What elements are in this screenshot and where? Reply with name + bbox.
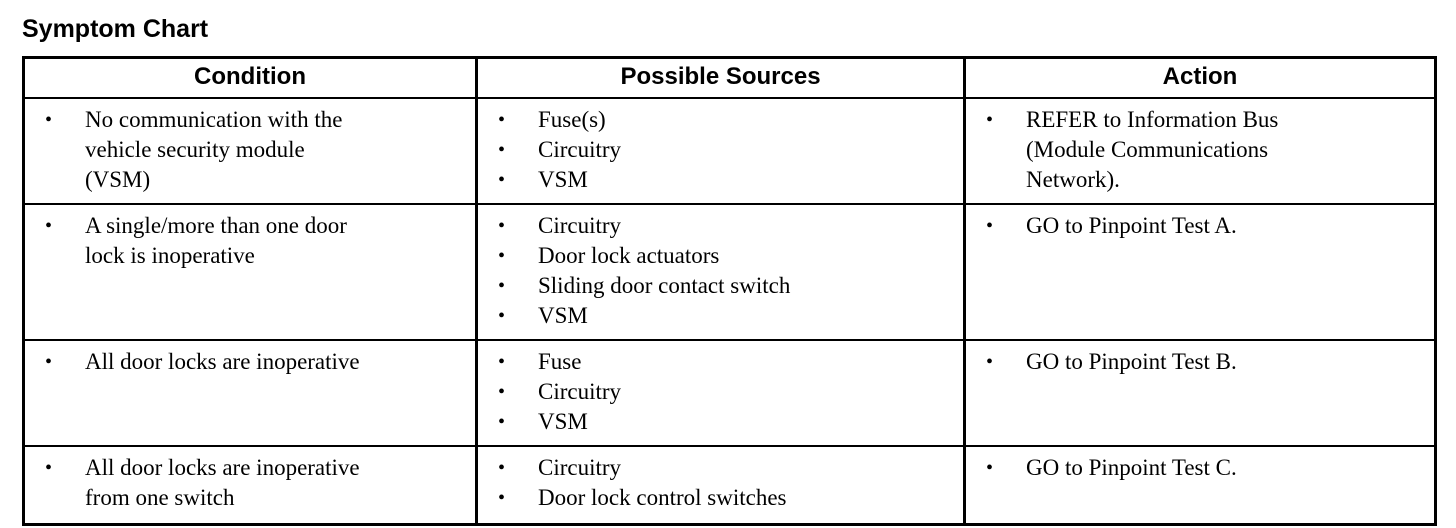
table-header-row: Condition Possible Sources Action xyxy=(23,57,1436,99)
list-item-label: All door locks are inoperative from one … xyxy=(85,455,360,510)
bullet-icon: • xyxy=(986,351,994,373)
table-row: • No communication with the vehicle secu… xyxy=(24,98,1436,204)
list-item-label: Door lock control switches xyxy=(538,485,787,510)
cell-possible-sources: • Circuitry • Door lock control switches xyxy=(475,445,965,525)
bullet-icon: • xyxy=(45,457,53,479)
bullet-icon: • xyxy=(45,215,53,237)
table-row: • All door locks are inoperative • Fuse … xyxy=(23,339,1436,446)
cell-condition: • A single/more than one door lock is in… xyxy=(23,203,477,340)
list-item: • REFER to Information Bus (Module Commu… xyxy=(980,105,1428,195)
cell-condition: • No communication with the vehicle secu… xyxy=(24,98,477,204)
list-item-label: Sliding door contact switch xyxy=(538,273,791,298)
list-item: • Circuitry xyxy=(492,453,957,483)
list-item: • GO to Pinpoint Test C. xyxy=(980,453,1428,483)
list-item: • Circuitry xyxy=(492,377,957,407)
bullet-icon: • xyxy=(498,351,506,373)
table-body: • No communication with the vehicle secu… xyxy=(23,98,1436,525)
bullet-icon: • xyxy=(986,109,994,131)
list-item-label: REFER to Information Bus (Module Communi… xyxy=(1026,107,1279,192)
bullet-list-condition: • All door locks are inoperative from on… xyxy=(25,447,475,521)
list-item: • GO to Pinpoint Test B. xyxy=(980,347,1428,377)
bullet-list-action: • GO to Pinpoint Test B. xyxy=(966,341,1434,385)
bullet-list-action: • GO to Pinpoint Test C. xyxy=(966,447,1434,491)
bullet-list-condition: • All door locks are inoperative xyxy=(25,341,475,385)
list-item-label: All door locks are inoperative xyxy=(85,349,360,374)
list-item-label: GO to Pinpoint Test A. xyxy=(1026,213,1237,238)
bullet-icon: • xyxy=(498,215,506,237)
bullet-icon: • xyxy=(498,457,506,479)
table-header: Condition Possible Sources Action xyxy=(23,57,1436,99)
bullet-icon: • xyxy=(45,109,53,131)
bullet-icon: • xyxy=(45,351,53,373)
list-item: • Circuitry xyxy=(492,211,957,241)
cell-action: • GO to Pinpoint Test C. xyxy=(963,445,1436,525)
list-item-label: Fuse(s) xyxy=(538,107,606,132)
column-header-possible-sources: Possible Sources xyxy=(475,57,965,99)
cell-possible-sources: • Fuse(s) • Circuitry • VSM xyxy=(475,98,965,204)
list-item: • Door lock control switches xyxy=(492,483,957,513)
bullet-list-condition: • No communication with the vehicle secu… xyxy=(25,99,475,203)
bullet-icon: • xyxy=(498,411,506,433)
list-item: • Sliding door contact switch xyxy=(492,271,957,301)
list-item-label: Circuitry xyxy=(538,379,622,404)
cell-possible-sources: • Circuitry • Door lock actuators • Slid… xyxy=(475,203,965,340)
list-item-label: VSM xyxy=(538,303,588,328)
bullet-list-condition: • A single/more than one door lock is in… xyxy=(25,205,475,279)
bullet-icon: • xyxy=(986,215,994,237)
list-item: • Circuitry xyxy=(492,135,957,165)
list-item: • No communication with the vehicle secu… xyxy=(39,105,469,195)
list-item-label: Circuitry xyxy=(538,137,622,162)
cell-condition: • All door locks are inoperative from on… xyxy=(23,445,477,525)
list-item: • GO to Pinpoint Test A. xyxy=(980,211,1428,241)
table-row: • All door locks are inoperative from on… xyxy=(23,445,1436,525)
list-item-label: Door lock actuators xyxy=(538,243,720,268)
bullet-list-possible-sources: • Circuitry • Door lock actuators • Slid… xyxy=(478,205,963,339)
list-item: • VSM xyxy=(492,301,957,331)
column-header-condition: Condition xyxy=(23,57,477,99)
list-item-label: Circuitry xyxy=(538,213,622,238)
list-item-label: No communication with the vehicle securi… xyxy=(85,107,343,192)
page-title: Symptom Chart xyxy=(22,15,209,43)
bullet-list-action: • REFER to Information Bus (Module Commu… xyxy=(966,99,1434,203)
list-item: • VSM xyxy=(492,407,957,437)
list-item: • VSM xyxy=(492,165,957,195)
bullet-icon: • xyxy=(498,487,506,509)
list-item-label: GO to Pinpoint Test B. xyxy=(1026,349,1237,374)
list-item: • Fuse xyxy=(492,347,957,377)
list-item-label: Fuse xyxy=(538,349,582,374)
list-item: • All door locks are inoperative xyxy=(39,347,469,377)
list-item: • Door lock actuators xyxy=(492,241,957,271)
bullet-icon: • xyxy=(498,381,506,403)
cell-condition: • All door locks are inoperative xyxy=(23,339,477,446)
list-item: • All door locks are inoperative from on… xyxy=(39,453,469,513)
bullet-list-possible-sources: • Circuitry • Door lock control switches xyxy=(478,447,963,521)
bullet-icon: • xyxy=(498,169,506,191)
bullet-icon: • xyxy=(498,139,506,161)
bullet-icon: • xyxy=(498,109,506,131)
bullet-list-action: • GO to Pinpoint Test A. xyxy=(966,205,1434,249)
column-header-action: Action xyxy=(963,57,1436,99)
bullet-icon: • xyxy=(498,275,506,297)
list-item-label: Circuitry xyxy=(538,455,622,480)
cell-action: • GO to Pinpoint Test A. xyxy=(963,203,1436,340)
bullet-icon: • xyxy=(498,245,506,267)
cell-action: • REFER to Information Bus (Module Commu… xyxy=(963,98,1436,204)
list-item-label: A single/more than one door lock is inop… xyxy=(85,213,347,268)
cell-action: • GO to Pinpoint Test B. xyxy=(963,339,1436,446)
list-item: • A single/more than one door lock is in… xyxy=(39,211,469,271)
table-row: • A single/more than one door lock is in… xyxy=(23,203,1436,340)
bullet-list-possible-sources: • Fuse(s) • Circuitry • VSM xyxy=(478,99,963,203)
list-item-label: VSM xyxy=(538,409,588,434)
list-item-label: VSM xyxy=(538,167,588,192)
cell-possible-sources: • Fuse • Circuitry • VSM xyxy=(475,339,965,446)
list-item-label: GO to Pinpoint Test C. xyxy=(1026,455,1237,480)
list-item: • Fuse(s) xyxy=(492,105,957,135)
bullet-list-possible-sources: • Fuse • Circuitry • VSM xyxy=(478,341,963,445)
symptom-chart-table: Condition Possible Sources Action • No c… xyxy=(22,56,1437,526)
bullet-icon: • xyxy=(986,457,994,479)
bullet-icon: • xyxy=(498,305,506,327)
